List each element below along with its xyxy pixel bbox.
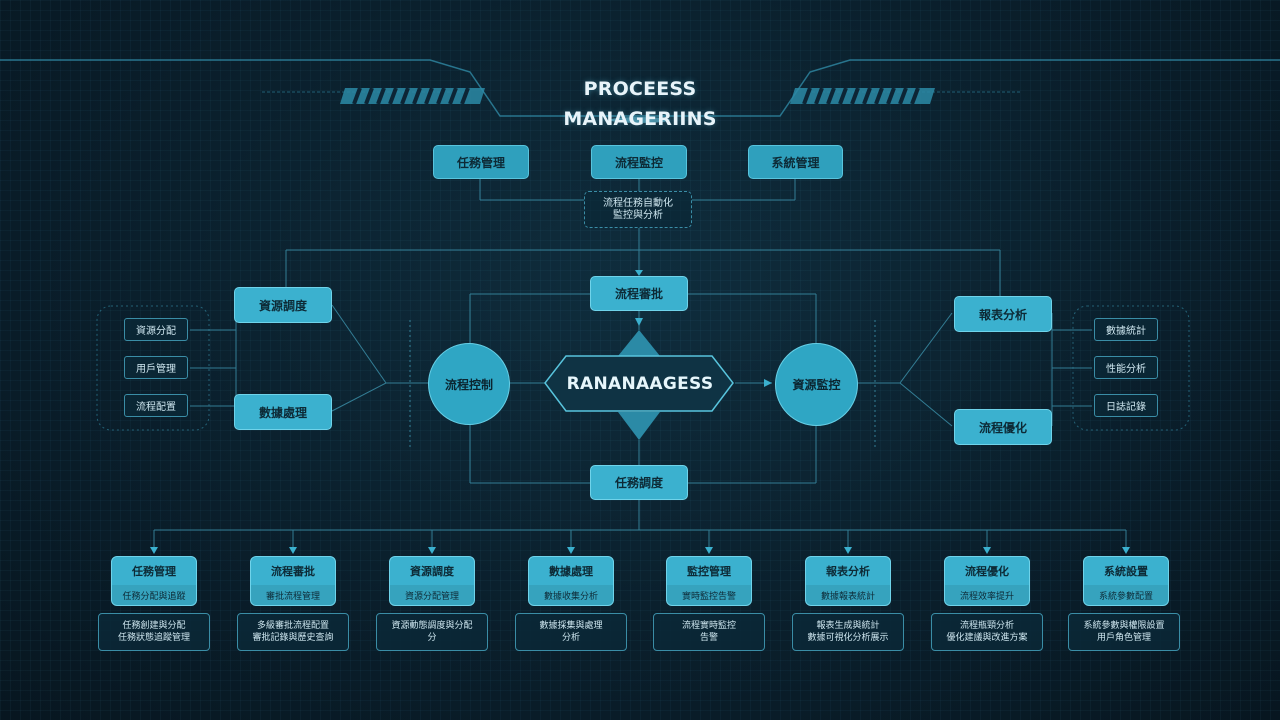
node-label: 流程審批: [614, 287, 663, 301]
node-label: 數據處理: [258, 405, 307, 420]
center-hub-label[interactable]: RANANAAGESS: [566, 374, 714, 394]
module-card[interactable]: 任務管理任務分配與追蹤: [111, 556, 197, 606]
top-node-system[interactable]: 系統管理: [748, 145, 843, 179]
description-line: 數據採集與處理: [539, 621, 603, 631]
left-sub-item[interactable]: 用戶管理: [124, 356, 188, 379]
sub-label: 流程配置: [136, 402, 176, 413]
sub-label: 日誌記錄: [1106, 402, 1146, 413]
left-node-data[interactable]: 數據處理: [234, 394, 332, 430]
description-line: 多級審批流程配置: [256, 621, 329, 631]
top-sub-line: 流程任務自動化: [603, 197, 673, 209]
module-card[interactable]: 數據處理數據收集分析: [528, 556, 614, 606]
right-sub-item[interactable]: 日誌記錄: [1094, 394, 1158, 417]
description-line: 數據可視化分析展示: [807, 633, 889, 643]
module-card[interactable]: 監控管理實時監控告警: [666, 556, 752, 606]
center-shape: [544, 330, 734, 440]
description-line: 系統參數與權限設置: [1083, 621, 1165, 631]
module-card[interactable]: 資源調度資源分配管理: [389, 556, 475, 606]
module-title: 系統設置: [1104, 565, 1148, 578]
description-line: 任務創建與分配: [122, 621, 186, 631]
description-line: 流程實時監控: [681, 621, 736, 631]
module-title: 資源調度: [410, 565, 454, 578]
top-node-label: 任務管理: [456, 155, 505, 170]
description-line: 用戶角色管理: [1096, 633, 1151, 643]
module-subtitle: 資源分配管理: [390, 585, 474, 605]
top-node-monitor[interactable]: 流程監控: [591, 145, 687, 179]
right-sub-item[interactable]: 性能分析: [1094, 356, 1158, 379]
node-label: 任務調度: [614, 476, 663, 490]
circle-label: 流程控制: [444, 377, 493, 392]
left-circle-node[interactable]: 流程控制: [428, 343, 510, 425]
description-line: 資源動態調度與分配: [391, 621, 473, 631]
module-description: 流程瓶頸分析優化建議與改進方案: [931, 613, 1043, 651]
module-card[interactable]: 流程審批審批流程管理: [250, 556, 336, 606]
top-center-sub[interactable]: 流程任務自動化 監控與分析: [584, 191, 692, 228]
description-line: 優化建議與改進方案: [946, 633, 1028, 643]
top-node-label: 系統管理: [771, 155, 820, 170]
module-title: 數據處理: [549, 565, 593, 578]
top-sub-line: 監控與分析: [613, 209, 663, 221]
sub-label: 資源分配: [136, 326, 176, 337]
center-bottom-node[interactable]: 任務調度: [590, 465, 688, 500]
module-description: 資源動態調度與分配分: [376, 613, 488, 651]
page-title: PROCEESS MANAGERIINS: [563, 78, 717, 130]
sub-label: 用戶管理: [136, 364, 176, 375]
node-label: 流程優化: [978, 420, 1027, 435]
description-line: 分: [427, 633, 437, 643]
left-sub-item[interactable]: 流程配置: [124, 394, 188, 417]
node-label: 資源調度: [258, 298, 307, 313]
module-description: 數據採集與處理分析: [515, 613, 627, 651]
module-subtitle: 數據報表統計: [806, 585, 890, 605]
module-card[interactable]: 系統設置系統參數配置: [1083, 556, 1169, 606]
module-subtitle: 流程效率提升: [945, 585, 1029, 605]
right-sub-item[interactable]: 數據統計: [1094, 318, 1158, 341]
module-title: 流程優化: [965, 565, 1009, 578]
module-title: 流程審批: [271, 565, 315, 578]
left-sub-item[interactable]: 資源分配: [124, 318, 188, 341]
module-title: 報表分析: [826, 565, 870, 578]
module-description: 多級審批流程配置審批記錄與歷史查詢: [237, 613, 349, 651]
right-node-optimize[interactable]: 流程優化: [954, 409, 1052, 445]
module-subtitle: 實時監控告警: [667, 585, 751, 605]
right-circle-node[interactable]: 資源監控: [775, 343, 858, 426]
description-line: 任務狀態追蹤管理: [117, 633, 190, 643]
module-description: 系統參數與權限設置用戶角色管理: [1068, 613, 1180, 651]
module-description: 流程實時監控告警: [653, 613, 765, 651]
module-subtitle: 審批流程管理: [251, 585, 335, 605]
module-subtitle: 任務分配與追蹤: [112, 585, 196, 605]
description-line: 分析: [561, 633, 580, 643]
sub-label: 數據統計: [1106, 326, 1146, 337]
header-stripes: [340, 88, 935, 104]
header-glow: [610, 117, 670, 123]
description-line: 告警: [699, 633, 718, 643]
sub-label: 性能分析: [1106, 364, 1146, 375]
module-card[interactable]: 流程優化流程效率提升: [944, 556, 1030, 606]
circle-label: 資源監控: [792, 378, 841, 392]
left-node-resource[interactable]: 資源調度: [234, 287, 332, 323]
module-subtitle: 數據收集分析: [529, 585, 613, 605]
module-title: 任務管理: [132, 565, 176, 578]
top-node-label: 流程監控: [614, 155, 663, 170]
module-title: 監控管理: [687, 565, 731, 578]
header-banner: [0, 59, 1280, 117]
node-label: 報表分析: [978, 307, 1027, 322]
description-line: 流程瓶頸分析: [959, 621, 1014, 631]
description-line: 報表生成與統計: [816, 621, 880, 631]
right-node-report[interactable]: 報表分析: [954, 296, 1052, 332]
module-description: 報表生成與統計數據可視化分析展示: [792, 613, 904, 651]
top-node-task[interactable]: 任務管理: [433, 145, 529, 179]
module-description: 任務創建與分配任務狀態追蹤管理: [98, 613, 210, 651]
module-card[interactable]: 報表分析數據報表統計: [805, 556, 891, 606]
center-top-node[interactable]: 流程審批: [590, 276, 688, 311]
module-subtitle: 系統參數配置: [1084, 585, 1168, 605]
description-line: 審批記錄與歷史查詢: [252, 633, 334, 643]
